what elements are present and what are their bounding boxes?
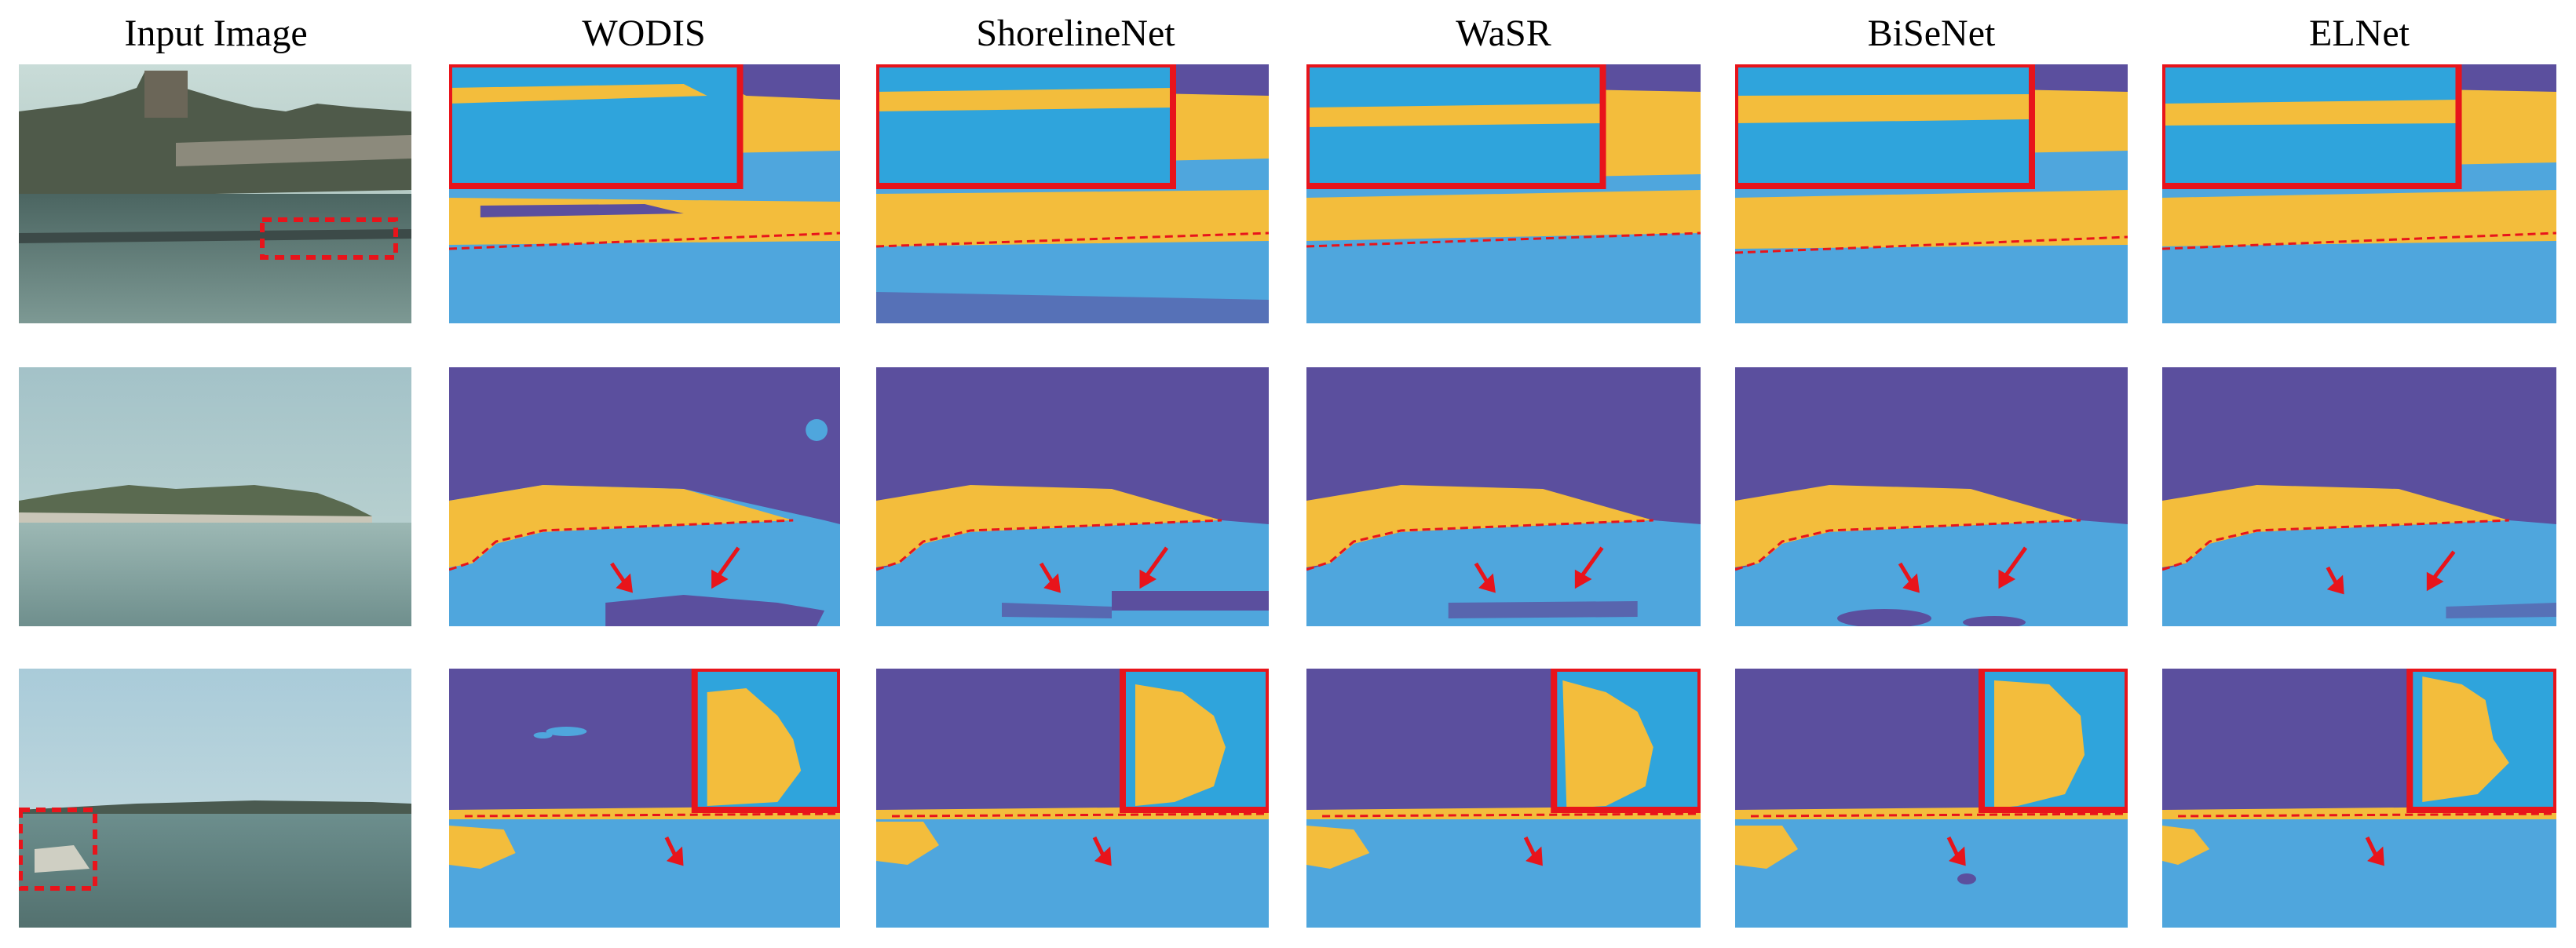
red-dashed-shoreline-icon bbox=[2162, 519, 2509, 571]
col-header-wasr: WaSR bbox=[1456, 13, 1551, 54]
red-dashed-shoreline-icon bbox=[2178, 812, 2556, 818]
row2-bisenet-mask bbox=[1735, 367, 2128, 626]
row1-wasr-mask bbox=[1306, 64, 1701, 323]
solid-red-box-icon bbox=[1979, 669, 2128, 813]
red-dashed-shoreline-icon bbox=[449, 232, 840, 250]
red-dashed-shoreline-icon bbox=[876, 232, 1269, 248]
col-header-input: Input Image bbox=[124, 13, 308, 54]
row3-shorelinenet-mask bbox=[876, 669, 1269, 928]
row2-elnet-mask bbox=[2162, 367, 2556, 626]
red-arrow-icon bbox=[2326, 566, 2344, 595]
red-dashed-shoreline-icon bbox=[1306, 232, 1701, 248]
row1-input-image bbox=[19, 64, 411, 323]
red-dashed-shoreline-icon bbox=[1322, 812, 1701, 818]
red-arrow-icon bbox=[711, 546, 740, 589]
red-arrow-icon bbox=[1523, 836, 1543, 866]
red-arrow-icon bbox=[610, 562, 634, 593]
row1-wodis-mask bbox=[449, 64, 840, 323]
row2-shorelinenet-mask bbox=[876, 367, 1269, 626]
red-dashed-shoreline-icon bbox=[464, 812, 840, 818]
red-dashed-shoreline-icon bbox=[2162, 232, 2556, 250]
dashed-red-box-icon bbox=[260, 217, 398, 260]
solid-red-box-icon bbox=[1551, 669, 1701, 813]
red-arrow-icon bbox=[1092, 836, 1112, 866]
red-arrow-icon bbox=[1946, 836, 1966, 866]
solid-red-box-icon bbox=[691, 669, 840, 813]
red-dashed-shoreline-icon bbox=[891, 812, 1269, 818]
row3-bisenet-mask bbox=[1735, 669, 2128, 928]
row2-input-image bbox=[19, 367, 411, 626]
red-arrow-icon bbox=[2426, 550, 2456, 592]
col-header-bisenet: BiSeNet bbox=[1867, 13, 1996, 54]
row2-wodis-mask bbox=[449, 367, 840, 626]
red-dashed-shoreline-icon bbox=[449, 519, 794, 571]
row3-elnet-mask bbox=[2162, 669, 2556, 928]
solid-red-box-icon bbox=[1120, 669, 1269, 813]
solid-red-box-icon bbox=[449, 64, 744, 189]
red-dashed-shoreline-icon bbox=[876, 519, 1222, 571]
solid-red-box-icon bbox=[876, 64, 1176, 189]
red-arrow-icon bbox=[1139, 546, 1169, 589]
row1-bisenet-mask bbox=[1735, 64, 2128, 323]
red-dashed-shoreline-icon bbox=[1750, 812, 2128, 818]
red-dashed-shoreline-icon bbox=[1735, 519, 2081, 571]
row2-wasr-mask bbox=[1306, 367, 1701, 626]
row1-elnet-mask bbox=[2162, 64, 2556, 323]
red-arrow-icon bbox=[1898, 562, 1920, 593]
red-arrow-icon bbox=[1474, 562, 1496, 593]
red-arrow-icon bbox=[1039, 562, 1061, 593]
row1-shorelinenet-mask bbox=[876, 64, 1269, 323]
solid-red-box-icon bbox=[2162, 64, 2462, 189]
row3-input-image bbox=[19, 669, 411, 928]
solid-red-box-icon bbox=[2406, 669, 2556, 813]
dashed-red-box-icon bbox=[19, 808, 97, 891]
red-arrow-icon bbox=[2365, 836, 2384, 866]
col-header-shorelinenet: ShorelineNet bbox=[976, 13, 1175, 54]
red-dashed-shoreline-icon bbox=[1735, 235, 2128, 254]
solid-red-box-icon bbox=[1306, 64, 1606, 189]
red-arrow-icon bbox=[1998, 546, 2028, 589]
col-header-elnet: ELNet bbox=[2309, 13, 2410, 54]
red-dashed-shoreline-icon bbox=[1306, 519, 1653, 571]
solid-red-box-icon bbox=[1735, 64, 2035, 189]
red-arrow-icon bbox=[1574, 546, 1604, 589]
row3-wasr-mask bbox=[1306, 669, 1701, 928]
red-arrow-icon bbox=[664, 836, 684, 866]
col-header-wodis: WODIS bbox=[582, 13, 706, 54]
row3-wodis-mask bbox=[449, 669, 840, 928]
